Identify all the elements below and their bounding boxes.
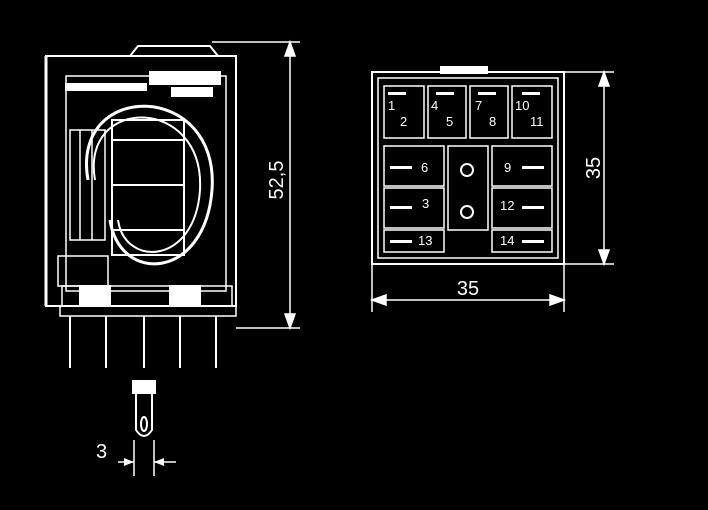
- pin-label-12: 12: [500, 198, 514, 213]
- pin-label-1: 1: [388, 98, 395, 113]
- pin-label-13: 13: [418, 233, 432, 248]
- pin-label-4: 4: [431, 98, 438, 113]
- pin-label-5: 5: [446, 114, 453, 129]
- depth-dimension: [564, 69, 614, 267]
- relay-pins: [69, 316, 217, 368]
- relay-bottom-view: [371, 66, 565, 265]
- pin-label-7: 7: [475, 98, 482, 113]
- depth-label: 35: [583, 157, 605, 179]
- pin-detail: [118, 380, 176, 476]
- relay-side-view: [44, 45, 237, 317]
- relay-wire-loop: [85, 104, 214, 266]
- pin-label-10: 10: [515, 98, 529, 113]
- height-label: 52,5: [266, 161, 288, 200]
- width-label: 35: [457, 278, 479, 300]
- pin-label-9: 9: [504, 160, 511, 175]
- relay-top-cap: [129, 45, 219, 57]
- relay-coil: [111, 119, 185, 256]
- pin-label-14: 14: [500, 233, 514, 248]
- pin-label-8: 8: [489, 114, 496, 129]
- pin-width-label: 3: [96, 441, 107, 463]
- pin-label-11: 11: [530, 114, 544, 129]
- width-dimension: [369, 264, 567, 312]
- pin-label-3: 3: [422, 196, 429, 211]
- pin-label-6: 6: [421, 160, 428, 175]
- pin-label-2: 2: [400, 114, 407, 129]
- height-dimension: [212, 39, 300, 331]
- pin-slots: [388, 92, 544, 243]
